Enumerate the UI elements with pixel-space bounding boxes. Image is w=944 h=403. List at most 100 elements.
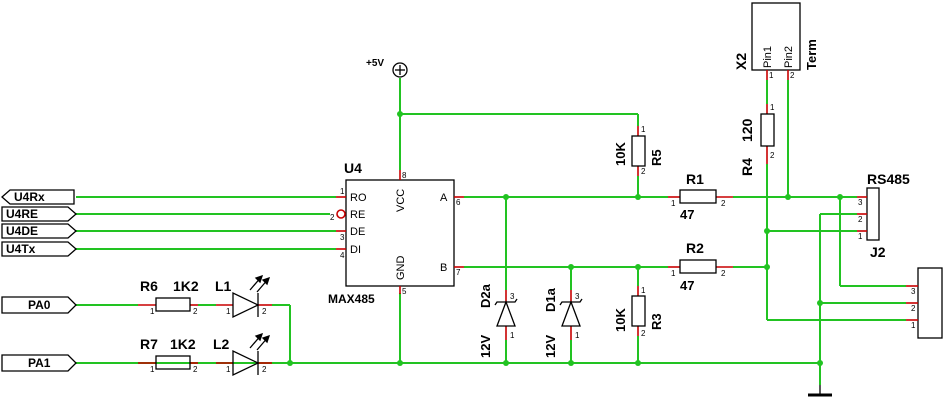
port-label: U4DE xyxy=(6,224,38,238)
junction-dot xyxy=(764,228,770,234)
pin-re: RE xyxy=(350,209,365,221)
svg-text:2: 2 xyxy=(193,307,198,316)
r1-ref: R1 xyxy=(686,171,704,187)
pin-di: DI xyxy=(350,244,361,256)
resistor-r5: 1 2 10K R5 xyxy=(613,125,664,176)
port-pa0: PA0 xyxy=(1,296,77,314)
junction-dot xyxy=(397,111,403,117)
svg-text:2: 2 xyxy=(641,167,646,176)
port-label: U4RE xyxy=(6,207,38,221)
pin-number: 7 xyxy=(456,268,461,277)
r6-ref: R6 xyxy=(140,278,158,294)
junction-dot xyxy=(568,264,574,270)
resistor-r3: 1 2 10K R3 xyxy=(613,286,664,338)
svg-text:2: 2 xyxy=(790,71,795,80)
r3-ref: R3 xyxy=(649,313,664,330)
port-pa1: PA1 xyxy=(1,354,77,372)
port-label: U4Tx xyxy=(6,242,36,256)
port-label: U4Rx xyxy=(14,190,45,204)
r4-ref: R4 xyxy=(739,158,755,176)
connector-x2-term: Pin1 Pin2 1 2 X2 Term xyxy=(733,2,819,80)
r5-ref: R5 xyxy=(649,149,664,166)
svg-text:1: 1 xyxy=(150,307,155,316)
port-u4rx: U4Rx xyxy=(1,189,75,205)
resistor-r7: 1 2 R7 1K2 xyxy=(138,336,198,374)
svg-text:2: 2 xyxy=(262,307,267,316)
inverted-pin-bubble xyxy=(336,209,346,219)
resistor-r6: 1 2 R6 1K2 xyxy=(138,278,199,316)
pin-number: 5 xyxy=(402,287,407,296)
d2a-value: 12V xyxy=(478,335,493,358)
junction-dot xyxy=(397,360,403,366)
port-label: PA1 xyxy=(28,356,51,370)
svg-text:1: 1 xyxy=(770,103,775,112)
svg-text:1: 1 xyxy=(150,365,155,374)
pin-gnd: GND xyxy=(395,256,407,281)
svg-text:1: 1 xyxy=(769,71,774,80)
port-label: PA0 xyxy=(28,298,51,312)
junction-dot xyxy=(503,360,509,366)
pin-number: 8 xyxy=(402,171,407,180)
pin-number: 4 xyxy=(340,251,345,260)
junction-dot xyxy=(287,360,293,366)
junction-dot xyxy=(503,194,509,200)
svg-text:1: 1 xyxy=(641,286,646,295)
d1a-ref: D1a xyxy=(543,287,558,312)
svg-text:1: 1 xyxy=(226,307,231,316)
svg-text:1: 1 xyxy=(911,321,916,330)
pin-a: A xyxy=(440,192,448,204)
x2-name: Term xyxy=(804,39,819,70)
svg-text:1: 1 xyxy=(671,269,676,278)
junction-dot xyxy=(837,194,843,200)
wires xyxy=(76,78,906,385)
r3-value: 10K xyxy=(613,308,628,332)
r2-value: 47 xyxy=(680,278,694,293)
l2-ref: L2 xyxy=(213,336,230,352)
svg-text:3: 3 xyxy=(911,287,916,296)
r5-value: 10K xyxy=(613,142,628,166)
r7-ref: R7 xyxy=(140,336,158,352)
svg-text:3: 3 xyxy=(575,292,580,301)
pin-ro: RO xyxy=(350,192,367,204)
pin-number: 6 xyxy=(456,198,461,207)
svg-text:2: 2 xyxy=(193,365,198,374)
power-label: +5V xyxy=(366,58,384,69)
r1-value: 47 xyxy=(680,207,694,222)
pin-de: DE xyxy=(350,226,365,238)
junction-dot xyxy=(764,264,770,270)
pin-vcc: VCC xyxy=(395,189,407,212)
l1-ref: L1 xyxy=(215,278,232,294)
junction-dot xyxy=(785,194,791,200)
junction-dot xyxy=(568,360,574,366)
port-u4tx: U4Tx xyxy=(1,241,77,257)
resistor-r2: 1 2 R2 47 xyxy=(668,240,733,293)
svg-text:3: 3 xyxy=(858,198,863,207)
pin-number: 3 xyxy=(340,233,345,242)
r7-value: 1K2 xyxy=(170,336,196,352)
zener-d2a: 3 1 D2a 12V xyxy=(478,283,518,358)
junction-dot xyxy=(817,300,823,306)
svg-text:2: 2 xyxy=(911,304,916,313)
resistor-r1: 1 2 R1 47 xyxy=(668,171,733,222)
r2-ref: R2 xyxy=(686,240,704,256)
x2-pin2-label: Pin2 xyxy=(783,46,795,68)
svg-text:2: 2 xyxy=(770,151,775,160)
port-u4re: U4RE xyxy=(1,206,77,222)
power-5v-symbol: +5V xyxy=(366,58,408,78)
zener-d1a: 3 1 D1a 12V xyxy=(543,287,583,358)
pin-number: 2 xyxy=(330,213,335,222)
pin-number: 1 xyxy=(340,187,345,196)
svg-text:3: 3 xyxy=(510,292,515,301)
r6-value: 1K2 xyxy=(173,278,199,294)
junction-dot xyxy=(817,360,823,366)
svg-text:2: 2 xyxy=(721,199,726,208)
pin-b: B xyxy=(440,262,447,274)
connector-right-3pin: 3 2 1 xyxy=(906,267,943,339)
resistor-r4: 1 2 120 R4 xyxy=(739,103,775,176)
x2-ref: X2 xyxy=(733,53,749,70)
led-l2: 1 2 L2 xyxy=(213,332,272,377)
svg-text:2: 2 xyxy=(262,365,267,374)
svg-text:1: 1 xyxy=(641,125,646,134)
j2-ref: J2 xyxy=(870,244,886,260)
